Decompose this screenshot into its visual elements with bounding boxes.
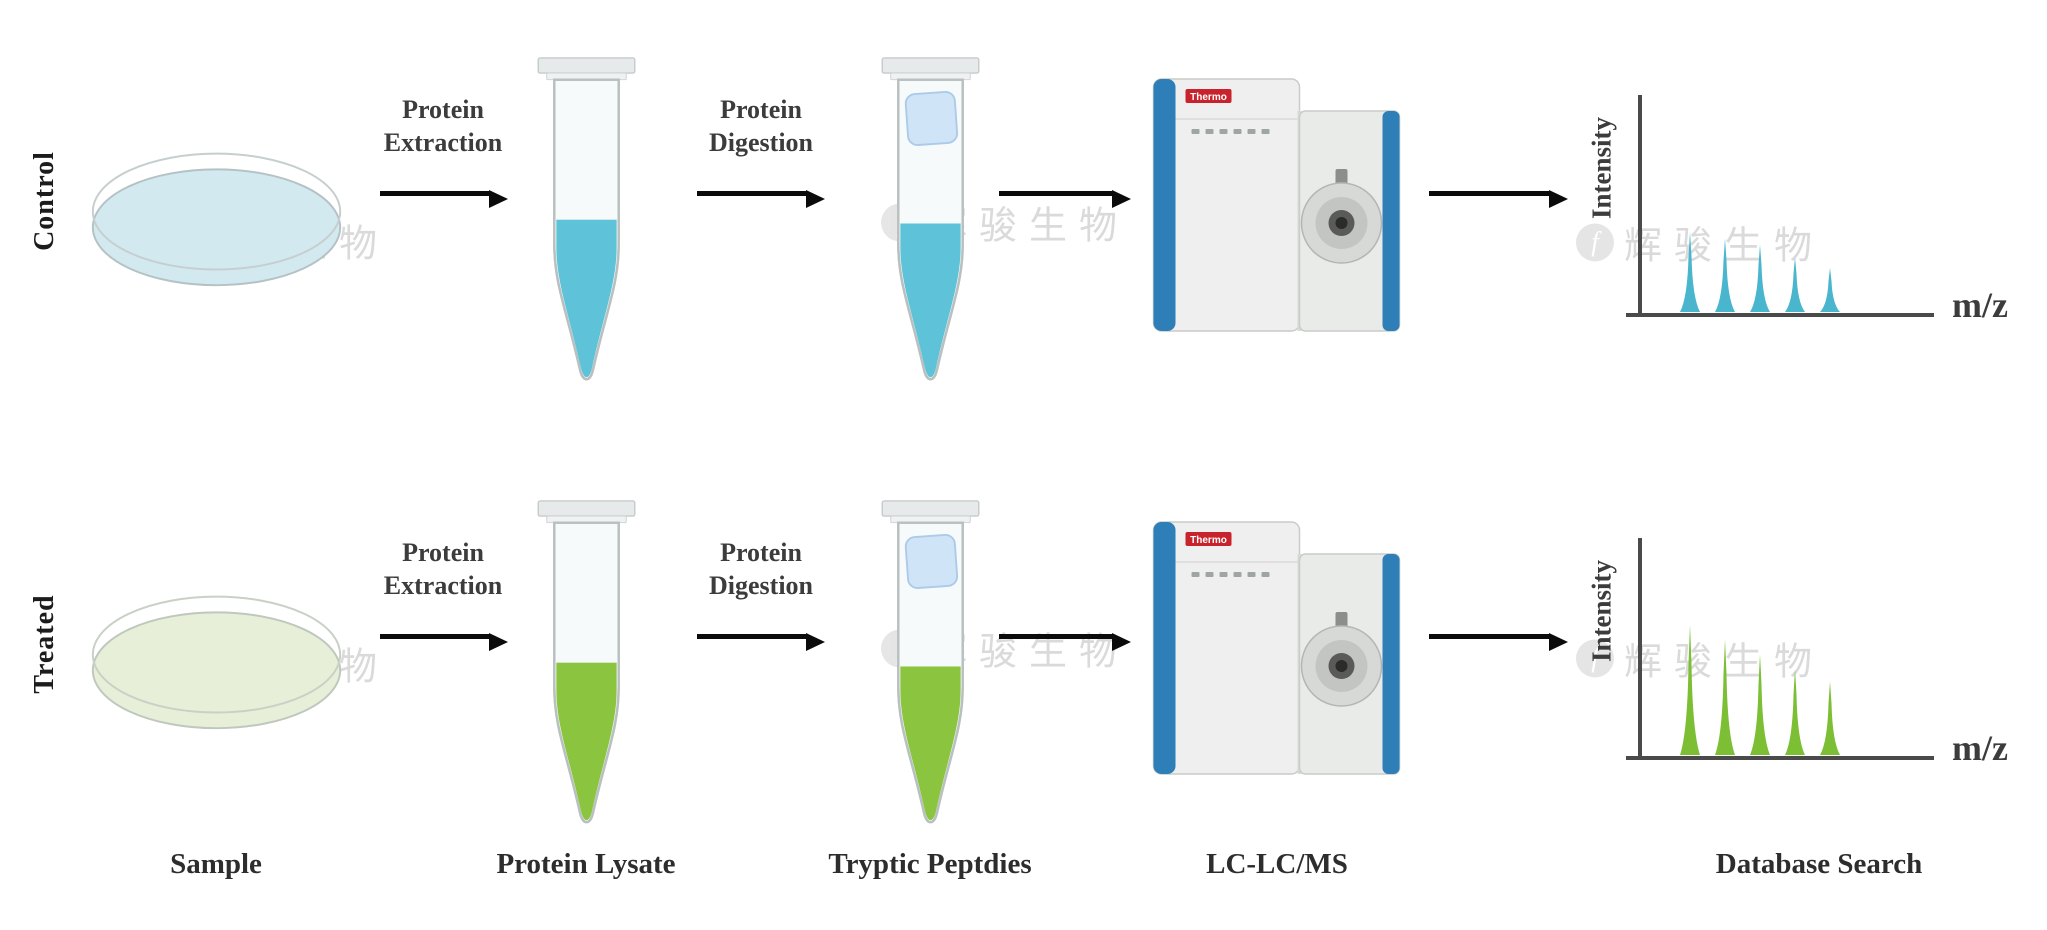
spectrum-peaks	[1680, 232, 1840, 312]
ion-source-aperture	[1335, 660, 1348, 672]
column-label-tryptic-peptides: Tryptic Peptdies	[828, 848, 1032, 880]
ms-left-blue-panel	[1153, 522, 1176, 774]
ms-left-blue-panel	[1153, 79, 1176, 331]
row-control: Control f 辉骏生物 f 辉骏生物 f 辉骏生物 Protein Ext…	[0, 0, 2047, 443]
column-label-protein-lysate: Protein Lysate	[496, 848, 676, 880]
petri-dish-body	[91, 168, 342, 287]
arrow-right-icon	[999, 632, 1131, 651]
ion-source-pipe	[1335, 612, 1348, 628]
ion-source-pipe	[1335, 169, 1348, 185]
spectrum-chart	[1626, 538, 1934, 760]
tube-outline	[553, 521, 620, 824]
thermo-badge	[1185, 89, 1232, 103]
column-label-lc-lc-ms: LC-LC/MS	[1206, 848, 1348, 880]
ms-right-blue-panel	[1382, 111, 1400, 331]
column-label-sample: Sample	[170, 848, 262, 880]
watermark: f 辉骏生物	[1575, 215, 1825, 270]
tube-cap	[881, 57, 980, 74]
petri-dish-rim	[91, 152, 342, 271]
tube-outline	[897, 78, 964, 381]
tube-cap	[537, 500, 636, 517]
ms-buttons	[1191, 572, 1270, 577]
watermark-text: 辉骏生物	[1623, 225, 1825, 268]
petri-dish	[91, 595, 342, 730]
arrow-right-icon	[1429, 189, 1568, 208]
spectrum-x-axis-label: m/z	[1952, 728, 2008, 768]
thermo-brand-text: Thermo	[1190, 92, 1227, 103]
column-label-database-search: Database Search	[1715, 848, 1923, 880]
tube-tryptic-peptides	[881, 500, 980, 824]
tube-liquid	[900, 223, 961, 378]
petri-dish-rim	[91, 595, 342, 714]
ms-buttons	[1191, 129, 1270, 134]
step-label-protein-digestion: Protein Digestion	[709, 538, 813, 601]
watermark: f 辉骏生物	[1575, 631, 1825, 686]
arrow-right-icon	[999, 189, 1131, 208]
spectrum-peaks	[1680, 624, 1840, 755]
spectrum-x-axis-label: m/z	[1952, 285, 2008, 325]
column-labels: Sample Protein Lysate Tryptic Peptdies L…	[0, 848, 2047, 898]
watermark-logo: f	[1575, 639, 1614, 677]
spectrum-chart	[1626, 95, 1934, 317]
arrow-right-icon	[380, 632, 508, 651]
petri-dish	[91, 152, 342, 287]
row-label-control: Control	[29, 151, 60, 251]
tube-outline	[897, 521, 964, 824]
tube-protein-lysate	[537, 500, 636, 824]
row-treated: Treated f 辉骏生物 f 辉骏生物 f 辉骏生物 Protein Ext…	[0, 443, 2047, 886]
tube-liquid	[556, 219, 617, 378]
tube-liquid	[900, 666, 961, 821]
watermark-logo: f	[1575, 223, 1614, 261]
watermark-text: 辉骏生物	[1623, 641, 1825, 684]
arrow-right-icon	[697, 189, 825, 208]
arrow-right-icon	[380, 189, 508, 208]
arrow-right-icon	[697, 632, 825, 651]
row-label-treated: Treated	[29, 594, 60, 694]
arrow-right-icon	[1429, 632, 1568, 651]
ion-source-aperture	[1335, 217, 1348, 229]
step-label-protein-digestion: Protein Digestion	[709, 95, 813, 158]
step-label-protein-extraction: Protein Extraction	[383, 95, 503, 158]
mass-spectrometer: Thermo	[1152, 78, 1401, 332]
tube-tryptic-peptides	[881, 57, 980, 381]
tube-cap	[881, 500, 980, 517]
tube-protein-lysate	[537, 57, 636, 381]
digestion-block	[904, 533, 959, 589]
step-label-protein-extraction: Protein Extraction	[383, 538, 503, 601]
digestion-block	[904, 90, 959, 146]
tube-cap	[537, 57, 636, 74]
petri-dish-body	[91, 611, 342, 730]
thermo-brand-text: Thermo	[1190, 535, 1227, 546]
mass-spectrometer: Thermo	[1152, 521, 1401, 775]
tube-liquid	[556, 662, 617, 821]
tube-outline	[553, 78, 620, 381]
ms-right-blue-panel	[1382, 554, 1400, 774]
thermo-badge	[1185, 532, 1232, 546]
